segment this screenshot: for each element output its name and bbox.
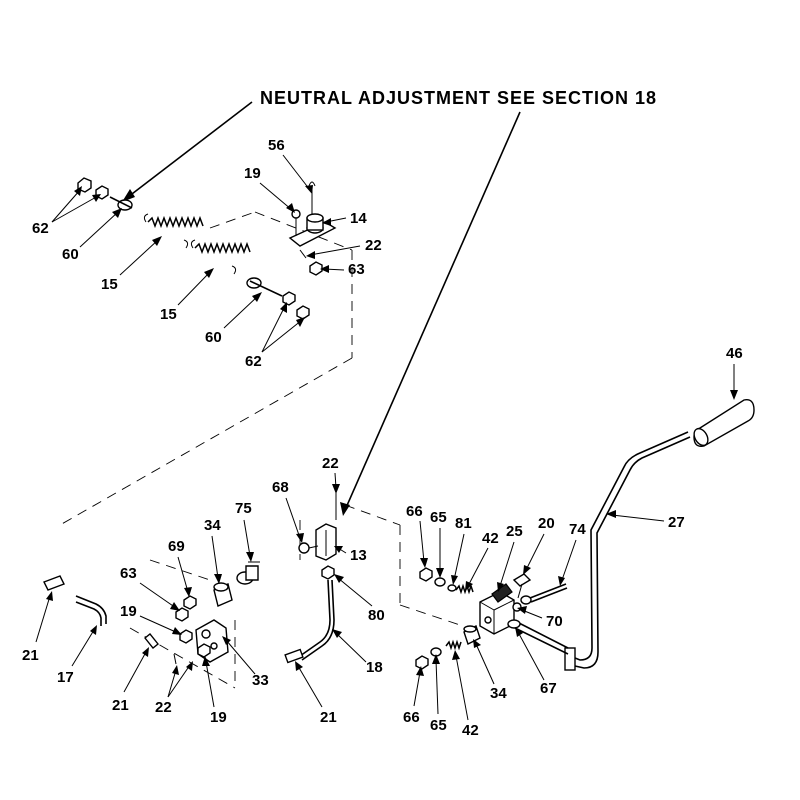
callout-14: 14	[350, 210, 367, 227]
callout-22-lower: 22	[155, 699, 172, 716]
callout-63-lower: 63	[120, 565, 137, 582]
callout-21-center: 21	[112, 697, 129, 714]
nut-63	[309, 261, 323, 276]
callout-60-upper: 60	[62, 246, 79, 263]
diagram-title: NEUTRAL ADJUSTMENT SEE SECTION 18	[260, 88, 657, 108]
callout-21-left: 21	[22, 647, 39, 664]
callout-62-upper: 62	[32, 220, 49, 237]
callout-65-lower: 65	[430, 717, 447, 734]
callout-15-upper: 15	[101, 276, 118, 293]
nut-62-right-b	[296, 305, 310, 320]
bolt-74-head	[520, 595, 532, 605]
washer-81	[447, 584, 457, 592]
arrowhead	[122, 189, 135, 202]
pin-68	[298, 542, 310, 554]
bracket-14-assembly	[288, 181, 337, 276]
callout-34-right: 34	[490, 685, 507, 702]
callout-42-lower: 42	[462, 722, 479, 739]
washer-65-top	[434, 577, 446, 587]
nut-80	[321, 565, 335, 580]
nut-63-lower	[175, 607, 189, 622]
pin-22	[299, 249, 307, 259]
spring-15-lower	[194, 241, 251, 255]
callout-22-middle: 22	[322, 455, 339, 472]
rod-17	[75, 595, 107, 624]
callout-22-upper: 22	[365, 237, 382, 254]
callout-20: 20	[538, 515, 555, 532]
callout-19-upper: 19	[244, 165, 261, 182]
callout-68: 68	[272, 479, 289, 496]
middle-callouts: 22 68 13 80 18 21	[272, 455, 385, 726]
spring-42-lower	[445, 639, 462, 651]
lower-left-callouts: 75 34 69 63 19 33 22 19 21 17 21	[22, 500, 269, 726]
callout-67: 67	[540, 680, 557, 697]
spring-15-upper	[147, 215, 204, 229]
lever-end-block	[564, 647, 576, 671]
screw-19-a	[179, 629, 193, 644]
callout-18: 18	[366, 659, 383, 676]
callout-33: 33	[252, 672, 269, 689]
pin-21-left	[43, 575, 65, 591]
callout-75: 75	[235, 500, 252, 517]
pin-21-lower	[284, 648, 304, 664]
callout-15-lower: 15	[160, 306, 177, 323]
title-pointer-upper	[127, 101, 253, 198]
lever-rod-27	[574, 436, 691, 669]
screw-19-b	[197, 643, 211, 658]
callout-69: 69	[168, 538, 185, 555]
callout-80: 80	[368, 607, 385, 624]
upper-callouts: 56 19 14 22 63 62 60 15 15 60 62	[32, 137, 382, 370]
callout-19-middle: 19	[120, 603, 137, 620]
callout-70: 70	[546, 613, 563, 630]
upper-spring-assembly	[77, 177, 310, 320]
callout-66-lower: 66	[403, 709, 420, 726]
callout-74: 74	[569, 521, 586, 538]
handle-grip-46	[693, 399, 755, 447]
callout-60-lower: 60	[205, 329, 222, 346]
control-rod-assembly	[284, 492, 337, 664]
callout-81: 81	[455, 515, 472, 532]
bolt-20	[512, 573, 532, 587]
callout-19-lower: 19	[210, 709, 227, 726]
callout-66-upper: 66	[406, 503, 423, 520]
right-callouts: 66 65 81 42 25 20 74 70 67 66 65 42	[403, 503, 586, 739]
shift-lever	[514, 399, 755, 671]
callout-56: 56	[268, 137, 285, 154]
title-pointer-lower	[344, 111, 521, 511]
nut-62-right-a	[282, 291, 296, 306]
arrowhead	[340, 502, 350, 516]
sleeve-67	[507, 619, 521, 629]
callout-46: 46	[726, 345, 743, 362]
callout-42-upper: 42	[482, 530, 499, 547]
callout-27: 27	[668, 514, 685, 531]
pin-21-center	[144, 633, 159, 649]
callout-34-left: 34	[204, 517, 221, 534]
right-linkage-assembly	[415, 567, 568, 670]
callout-25: 25	[506, 523, 523, 540]
callout-17: 17	[57, 669, 74, 686]
callout-21-middle: 21	[320, 709, 337, 726]
callout-65-upper: 65	[430, 509, 447, 526]
lower-left-linkage	[43, 561, 260, 665]
spring-42-top	[455, 583, 474, 595]
callout-62-lower: 62	[245, 353, 262, 370]
callout-13: 13	[350, 547, 367, 564]
rod-18	[299, 579, 331, 657]
nut-66-lower	[415, 655, 429, 670]
callout-63-upper: 63	[348, 261, 365, 278]
nut-69	[183, 595, 197, 610]
nut-66-top	[419, 567, 433, 582]
